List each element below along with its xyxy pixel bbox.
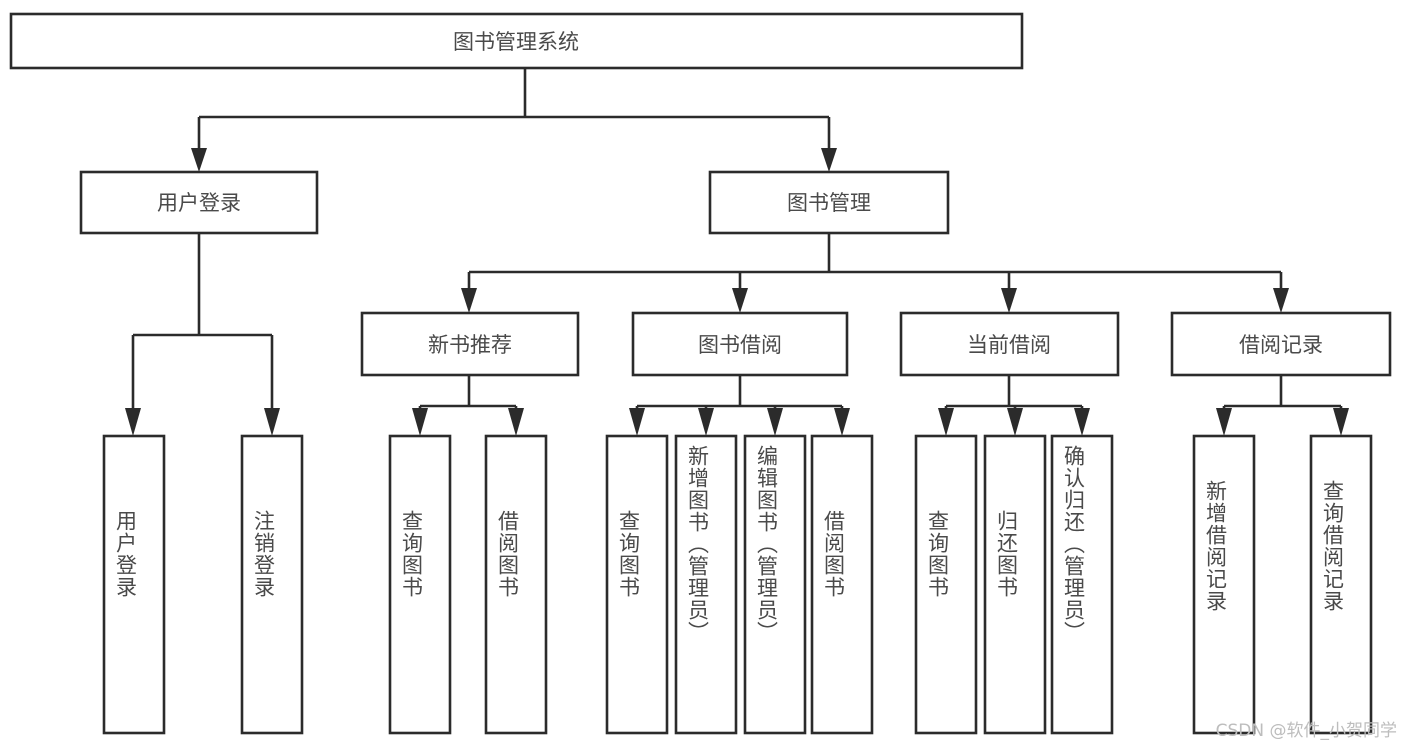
node-current-borrow[interactable] <box>899 311 1120 377</box>
arrowhead-bb-leaf4 <box>834 408 850 436</box>
arrowhead-nb-leaf1 <box>412 408 428 436</box>
arrowhead-current-borrow <box>1001 288 1017 313</box>
arrowhead-book-manage <box>821 148 837 172</box>
arrowhead-bb-leaf3 <box>767 408 783 436</box>
leaf-box-logout[interactable] <box>240 434 304 735</box>
leaf-box-bb-query[interactable] <box>605 434 669 735</box>
arrowhead-bb-leaf2 <box>698 408 714 436</box>
node-user-login[interactable] <box>79 170 319 235</box>
node-user-login-label: 用户登录 <box>157 191 241 215</box>
arrowhead-leaf-logout <box>264 408 280 436</box>
leaf-box-cb-return[interactable] <box>983 434 1047 735</box>
node-book-manage[interactable] <box>708 170 950 235</box>
node-current-borrow-label: 当前借阅 <box>967 333 1051 357</box>
arrowhead-nb-leaf2 <box>508 408 524 436</box>
leaf-box-nb-borrow[interactable] <box>484 434 548 735</box>
node-root[interactable] <box>9 12 1024 70</box>
arrowhead-borrow-record <box>1273 288 1289 313</box>
watermark: CSDN @软件_小贺同学 <box>1215 721 1397 741</box>
leaf-box-user-login[interactable] <box>102 434 166 735</box>
node-book-manage-label: 图书管理 <box>787 191 871 215</box>
arrowhead-br-leaf1 <box>1216 408 1232 436</box>
arrowhead-new-book <box>461 288 477 313</box>
node-root-label: 图书管理系统 <box>453 30 579 54</box>
node-new-book-recommend[interactable] <box>360 311 580 377</box>
leaf-box-cb-confirm[interactable] <box>1050 434 1114 735</box>
arrowhead-user-login <box>191 148 207 172</box>
arrowhead-cb-leaf1 <box>938 408 954 436</box>
node-new-book-recommend-label: 新书推荐 <box>428 333 512 357</box>
node-borrow-record-label: 借阅记录 <box>1239 333 1323 357</box>
arrowhead-bb-leaf1 <box>629 408 645 436</box>
node-book-borrow-label: 图书借阅 <box>698 333 782 357</box>
arrowhead-cb-leaf3 <box>1074 408 1090 436</box>
leaf-box-bb-borrow[interactable] <box>810 434 874 735</box>
leaf-box-nb-query[interactable] <box>388 434 452 735</box>
node-borrow-record[interactable] <box>1170 311 1392 377</box>
leaf-box-bb-add[interactable] <box>674 434 738 735</box>
leaf-box-cb-query[interactable] <box>914 434 978 735</box>
arrowhead-cb-leaf2 <box>1007 408 1023 436</box>
leaf-box-bb-edit[interactable] <box>743 434 807 735</box>
arrowhead-br-leaf2 <box>1333 408 1349 436</box>
arrowhead-book-borrow <box>732 288 748 313</box>
leaf-box-br-add[interactable] <box>1192 434 1256 735</box>
arrowhead-leaf-user-login <box>125 408 141 436</box>
leaf-box-br-query[interactable] <box>1309 434 1373 735</box>
node-book-borrow[interactable] <box>631 311 849 377</box>
